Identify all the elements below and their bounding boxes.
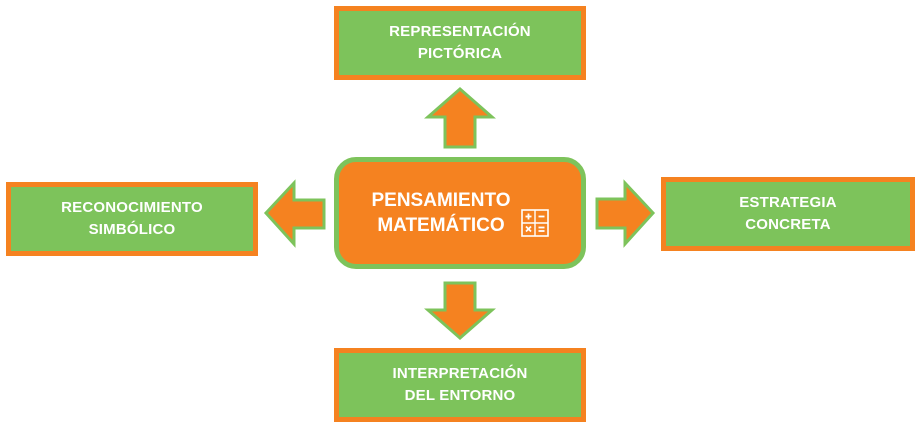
arrow-up-icon <box>424 87 496 149</box>
node-label-line1: ESTRATEGIA <box>739 194 837 211</box>
node-label-line1: INTERPRETACIÓN <box>392 365 528 382</box>
arrow-down-icon <box>424 281 496 340</box>
node-estrategia-concreta: ESTRATEGIA CONCRETA <box>661 177 915 251</box>
node-label-line1: RECONOCIMIENTO <box>61 199 203 216</box>
node-label-line1: REPRESENTACIÓN <box>389 23 531 40</box>
center-title-line1: PENSAMIENTO <box>371 190 511 211</box>
node-label-line2: SIMBÓLICO <box>88 221 176 238</box>
central-node-pensamiento-matematico: PENSAMIENTO MATEMÁTICO <box>334 157 586 269</box>
node-representacion-pictorica: REPRESENTACIÓN PICTÓRICA <box>334 6 586 80</box>
node-reconocimiento-simbolico: RECONOCIMIENTO SIMBÓLICO <box>6 182 258 256</box>
arrow-right-icon <box>595 179 656 248</box>
center-title-line2: MATEMÁTICO <box>377 215 505 236</box>
node-interpretacion-del-entorno: INTERPRETACIÓN DEL ENTORNO <box>334 348 586 422</box>
node-label-line2: CONCRETA <box>745 216 831 233</box>
node-label-line2: PICTÓRICA <box>417 45 503 62</box>
arrow-left-icon <box>263 179 326 248</box>
calculator-icon <box>520 209 549 237</box>
node-label-line2: DEL ENTORNO <box>404 387 516 404</box>
